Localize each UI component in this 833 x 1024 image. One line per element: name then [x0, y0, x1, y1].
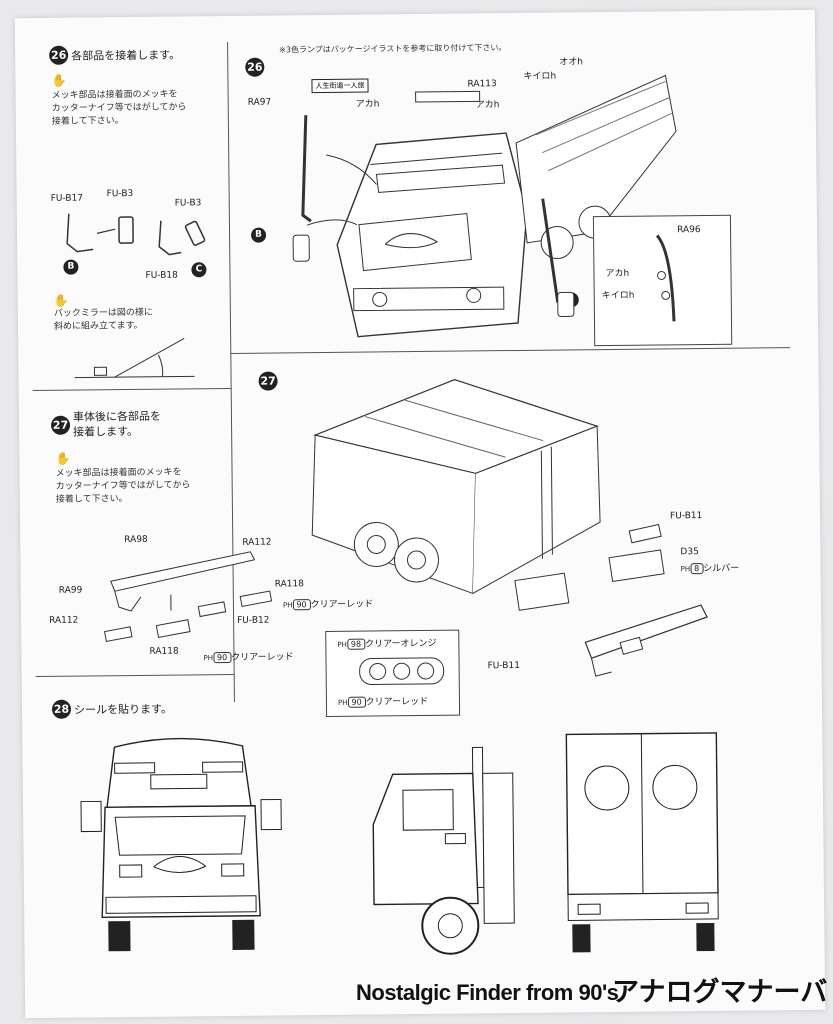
part-label-fu-b3: FU-B3: [106, 188, 134, 200]
part-label-ra118: RA118: [149, 646, 179, 657]
step-27-main-badge: 27: [258, 371, 278, 391]
three-lamp-drawing: [359, 657, 445, 686]
paint-prefix: PH: [680, 565, 691, 574]
hand-icon: ✋: [51, 73, 67, 88]
step-26-main-badge: 26: [245, 57, 265, 77]
section-divider: [32, 387, 231, 392]
note-line: バックミラーは図の様に: [53, 307, 153, 319]
sticker-truck-front-drawing: [80, 737, 282, 952]
note-line: 斜めに組み立てます。: [53, 320, 143, 332]
step-27-title-line: 車体後に各部品を: [72, 409, 162, 424]
part-label-d35: D35: [680, 547, 699, 558]
part-label-fu-b18: FU-B18: [145, 270, 178, 281]
section-divider-main: [230, 347, 791, 354]
step-28-title: シールを貼ります。: [73, 702, 172, 717]
mirror-note: バックミラーは図の様に 斜めに組み立てます。: [54, 307, 153, 334]
step-28-heading: 28 シールを貼ります。: [51, 699, 172, 719]
rear-bumper-drawing: [584, 604, 708, 677]
mirror-parts-drawing: [66, 213, 206, 256]
step-27-title-line: 接着します。: [73, 424, 139, 439]
paint-code: 90: [347, 696, 366, 708]
rear-bumper-parts-drawing: [103, 551, 273, 643]
note-line: カッターナイフ等ではがしてから: [55, 480, 191, 492]
step-27-heading: 27 車体後に各部品を 接着します。: [50, 409, 162, 440]
ra96-detail-drawing: [655, 234, 676, 322]
step-26-note: メッキ部品は接着面のメッキを カッターナイフ等ではがしてから 接着して下さい。: [52, 88, 187, 128]
color-label-oh: オオh: [559, 57, 584, 68]
section-divider-bottom: [35, 673, 234, 678]
rear-lights-drawing: [608, 523, 665, 583]
part-label-ra99: RA99: [58, 585, 83, 596]
part-label-ra98: RA98: [124, 534, 148, 546]
paint-code: 98: [346, 638, 366, 650]
paint-name: シルバー: [703, 563, 740, 575]
sticker-truck-rear-drawing: [565, 732, 719, 953]
paint-name: クリアーレッド: [231, 652, 294, 663]
note-line: 接着して下さい。: [55, 494, 128, 505]
paint-prefix: PH: [337, 640, 347, 649]
step-27-note: メッキ部品は接着面のメッキを カッターナイフ等ではがしてから 接着して下さい。: [55, 466, 191, 506]
truck-cab-front-drawing: [292, 74, 677, 338]
paint-code: 8: [690, 563, 704, 575]
color-label-aka: アカh: [605, 268, 630, 280]
step-27-badge: 27: [50, 415, 71, 435]
part-label-fu-b17: FU-B17: [50, 193, 84, 204]
lamp-note: ※3色ランプはパッケージイラストを参考に取り付けて下さい。: [279, 43, 507, 55]
hand-icon: ✋: [53, 293, 69, 308]
step-26-badge: 26: [49, 45, 69, 65]
color-label-kiiro: キイロh: [601, 290, 635, 302]
note-line: 接着して下さい。: [51, 116, 124, 127]
paint-prefix: PH: [337, 698, 348, 707]
part-label-fu-b11: FU-B11: [487, 660, 520, 672]
watermark-logo: アナログマナーバー: [612, 977, 827, 1008]
watermark-text: Nostalgic Finder from 90's: [356, 980, 619, 1005]
hand-icon: ✋: [55, 451, 71, 466]
sticker-truck-side-drawing: [372, 746, 515, 955]
step-26-title: 各部品を接着します。: [71, 47, 181, 63]
paint-prefix: PH: [282, 601, 293, 610]
mirror-angle-drawing: [74, 338, 195, 379]
step-26-heading: 26 各部品を接着します。: [49, 44, 181, 65]
paint-name: クリアーレッド: [365, 696, 429, 708]
paint-name: クリアーオレンジ: [364, 638, 437, 650]
note-line: カッターナイフ等ではがしてから: [51, 102, 187, 114]
callout-b-main: B: [250, 227, 267, 243]
paint-code: 90: [212, 651, 232, 664]
paint-prefix: PH: [203, 654, 214, 663]
instruction-sheet: 26 各部品を接着します。 ✋ メッキ部品は接着面のメッキを カッターナイフ等で…: [14, 9, 826, 1019]
truck-rear-drawing: [311, 378, 601, 611]
step-28-badge: 28: [51, 699, 72, 719]
part-label-ra112: RA112: [49, 615, 79, 626]
part-label-fu-b11: FU-B11: [669, 511, 703, 522]
